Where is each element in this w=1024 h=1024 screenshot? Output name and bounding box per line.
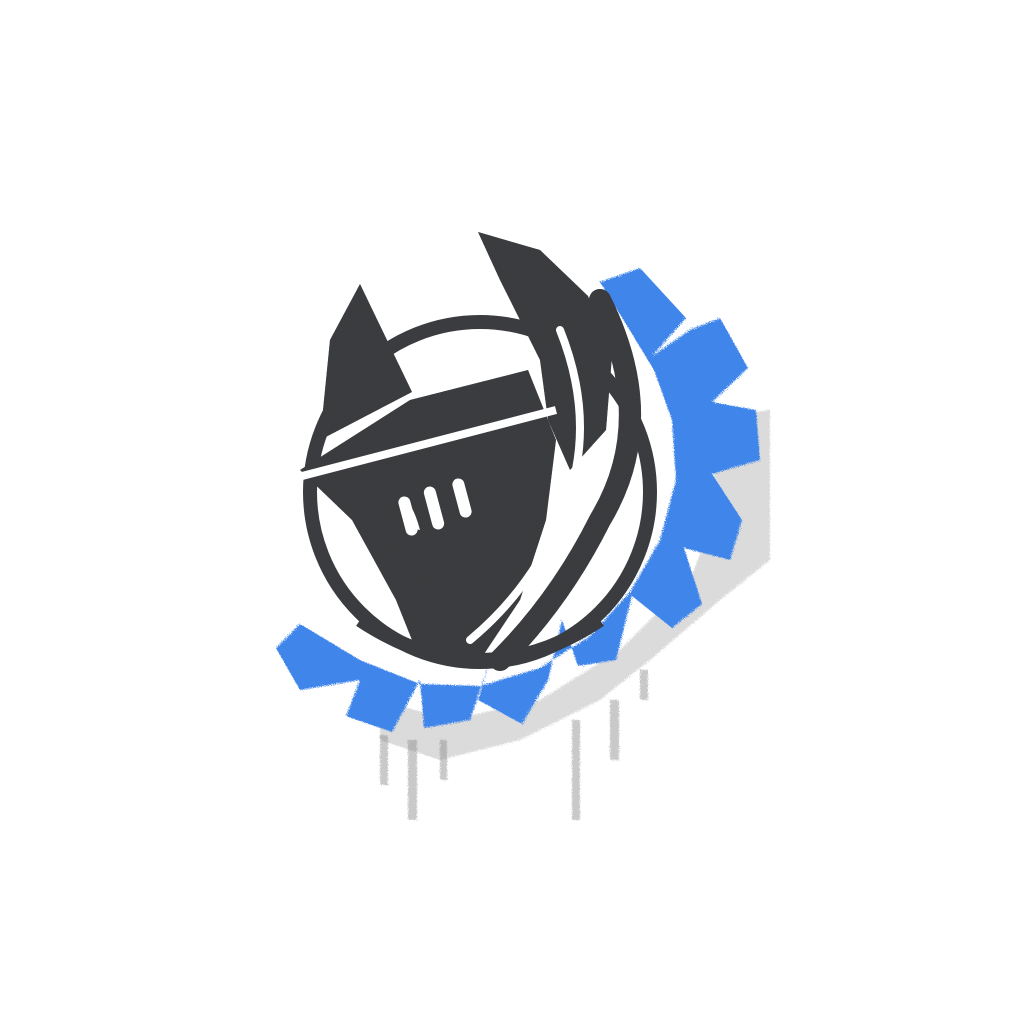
- paint-drips: [380, 670, 648, 820]
- gear-icon: [276, 268, 760, 732]
- wrench-icon: [300, 232, 641, 671]
